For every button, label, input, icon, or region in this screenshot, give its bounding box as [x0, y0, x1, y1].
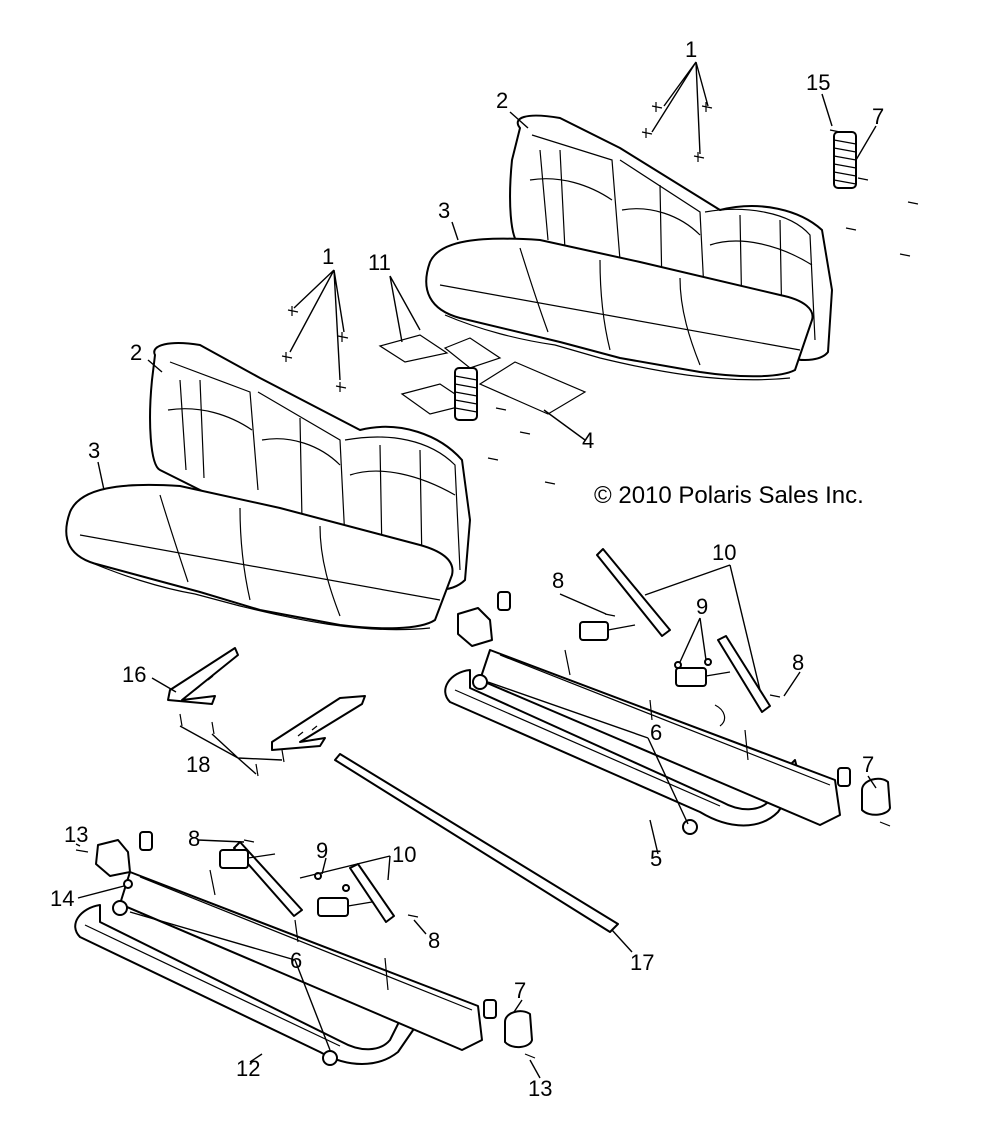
callout-7-front: 7 — [514, 978, 526, 1003]
callout-4: 4 — [582, 428, 594, 453]
callout-16: 16 — [122, 662, 146, 687]
callout-7-rear-top: 7 — [872, 104, 884, 129]
callout-1-front: 1 — [322, 244, 334, 269]
seat-spring-front — [454, 367, 556, 485]
copyright-notice: © 2010 Polaris Sales Inc. — [594, 482, 864, 509]
callout-11: 11 — [368, 250, 391, 275]
callout-8-rear-right: 8 — [792, 650, 804, 675]
trim-strip — [334, 753, 619, 933]
callout-10-rear: 10 — [712, 540, 736, 565]
callout-6-front: 6 — [290, 948, 302, 973]
callout-13-top: 13 — [64, 822, 88, 847]
pivot-block-rear — [457, 591, 891, 827]
callout-2-rear: 2 — [496, 88, 508, 113]
pivot-block-front — [75, 831, 536, 1059]
bolt-set-rear — [641, 102, 713, 162]
callout-8-front-left: 8 — [188, 826, 200, 851]
callout-7-rear-bottom: 7 — [862, 752, 874, 777]
leader-lines — [75, 61, 877, 1079]
callout-14: 14 — [50, 886, 74, 911]
callout-17: 17 — [630, 950, 654, 975]
front-seat-backrest — [149, 342, 471, 591]
callout-9-rear: 9 — [696, 594, 708, 619]
seat-spring-rear — [829, 129, 919, 257]
callout-15: 15 — [806, 70, 830, 95]
callout-18: 18 — [186, 752, 210, 777]
front-seat-cushion — [65, 483, 454, 631]
callout-3-front: 3 — [88, 438, 100, 463]
rear-seat-cushion — [425, 237, 814, 381]
callout-1-rear: 1 — [685, 37, 697, 62]
rear-seat-frame — [444, 649, 841, 835]
callout-8-rear-left: 8 — [552, 568, 564, 593]
callout-5: 5 — [650, 846, 662, 871]
callout-12: 12 — [236, 1056, 260, 1081]
front-seat-frame — [74, 869, 483, 1066]
seat-labels — [378, 334, 587, 415]
bolt-set-front — [281, 306, 349, 392]
callout-8-front-right: 8 — [428, 928, 440, 953]
callout-6-rear: 6 — [650, 720, 662, 745]
rear-seat-belts — [579, 548, 781, 713]
callout-3-rear: 3 — [438, 198, 450, 223]
callout-13-bottom: 13 — [528, 1076, 552, 1101]
callout-numbers: 1 2 15 7 3 1 11 2 4 3 © 2010 Polaris Sal… — [50, 37, 884, 1101]
callout-2-front: 2 — [130, 340, 142, 365]
callout-10-front: 10 — [392, 842, 416, 867]
seat-brackets — [167, 647, 366, 777]
callout-9-front: 9 — [316, 838, 328, 863]
front-seat-belts — [219, 839, 419, 923]
